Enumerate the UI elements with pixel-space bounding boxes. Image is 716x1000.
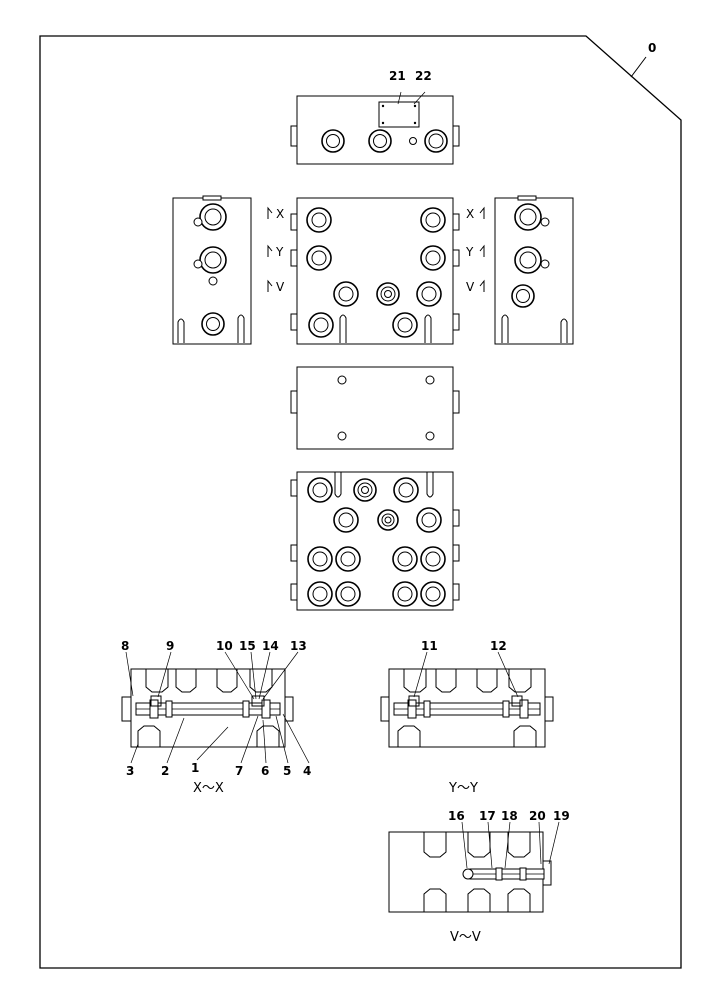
callout-8: 8	[121, 639, 129, 653]
callout-17: 17	[479, 809, 496, 823]
callout-14: 14	[262, 639, 279, 653]
right-side-view	[494, 195, 574, 345]
front-valve-block	[290, 197, 460, 345]
section-y-y-drawing	[380, 668, 554, 748]
section-title-v-v: V～V	[450, 930, 481, 945]
drawing-number: 0	[648, 41, 656, 55]
section-mark-y-right: Y	[465, 244, 485, 259]
section-mark-v-left: V	[267, 279, 285, 294]
left-side-view	[172, 195, 252, 345]
callout-7: 7	[235, 764, 243, 778]
callout-15: 15	[239, 639, 256, 653]
rear-valve-block	[290, 471, 460, 611]
callout-16: 16	[448, 809, 465, 823]
callout-6: 6	[261, 764, 269, 778]
callout-2: 2	[161, 764, 169, 778]
svg-text:X: X	[276, 207, 284, 221]
callout-5: 5	[283, 764, 291, 778]
callout-20: 20	[529, 809, 546, 823]
callout-22: 22	[415, 69, 432, 83]
drawing-number-leader	[630, 56, 647, 78]
callout-10: 10	[216, 639, 233, 653]
callout-1: 1	[191, 761, 199, 775]
bottom-view-block	[290, 366, 460, 450]
callout-19: 19	[553, 809, 570, 823]
top-valve-block	[290, 95, 460, 165]
callout-18: 18	[501, 809, 518, 823]
callout-11: 11	[421, 639, 438, 653]
section-mark-y-left: Y	[267, 244, 284, 259]
section-title-x-x: X～X	[193, 781, 224, 796]
callout-9: 9	[166, 639, 174, 653]
svg-text:V: V	[466, 280, 475, 294]
svg-text:Y: Y	[465, 245, 474, 259]
callout-3: 3	[126, 764, 134, 778]
callout-12: 12	[490, 639, 507, 653]
section-title-y-y: Y～Y	[448, 781, 478, 796]
svg-text:V: V	[276, 280, 285, 294]
nameplate	[378, 101, 420, 128]
section-mark-x-right: X	[466, 206, 485, 221]
callout-21: 21	[389, 69, 406, 83]
drawing-frame	[39, 35, 682, 969]
svg-text:X: X	[466, 207, 474, 221]
callout-13: 13	[290, 639, 307, 653]
section-mark-v-right: V	[466, 279, 485, 294]
callout-4: 4	[303, 764, 311, 778]
section-x-x-drawing	[121, 668, 294, 748]
svg-text:Y: Y	[275, 245, 284, 259]
section-v-v-drawing	[388, 831, 552, 913]
section-mark-x-left: X	[267, 206, 284, 221]
